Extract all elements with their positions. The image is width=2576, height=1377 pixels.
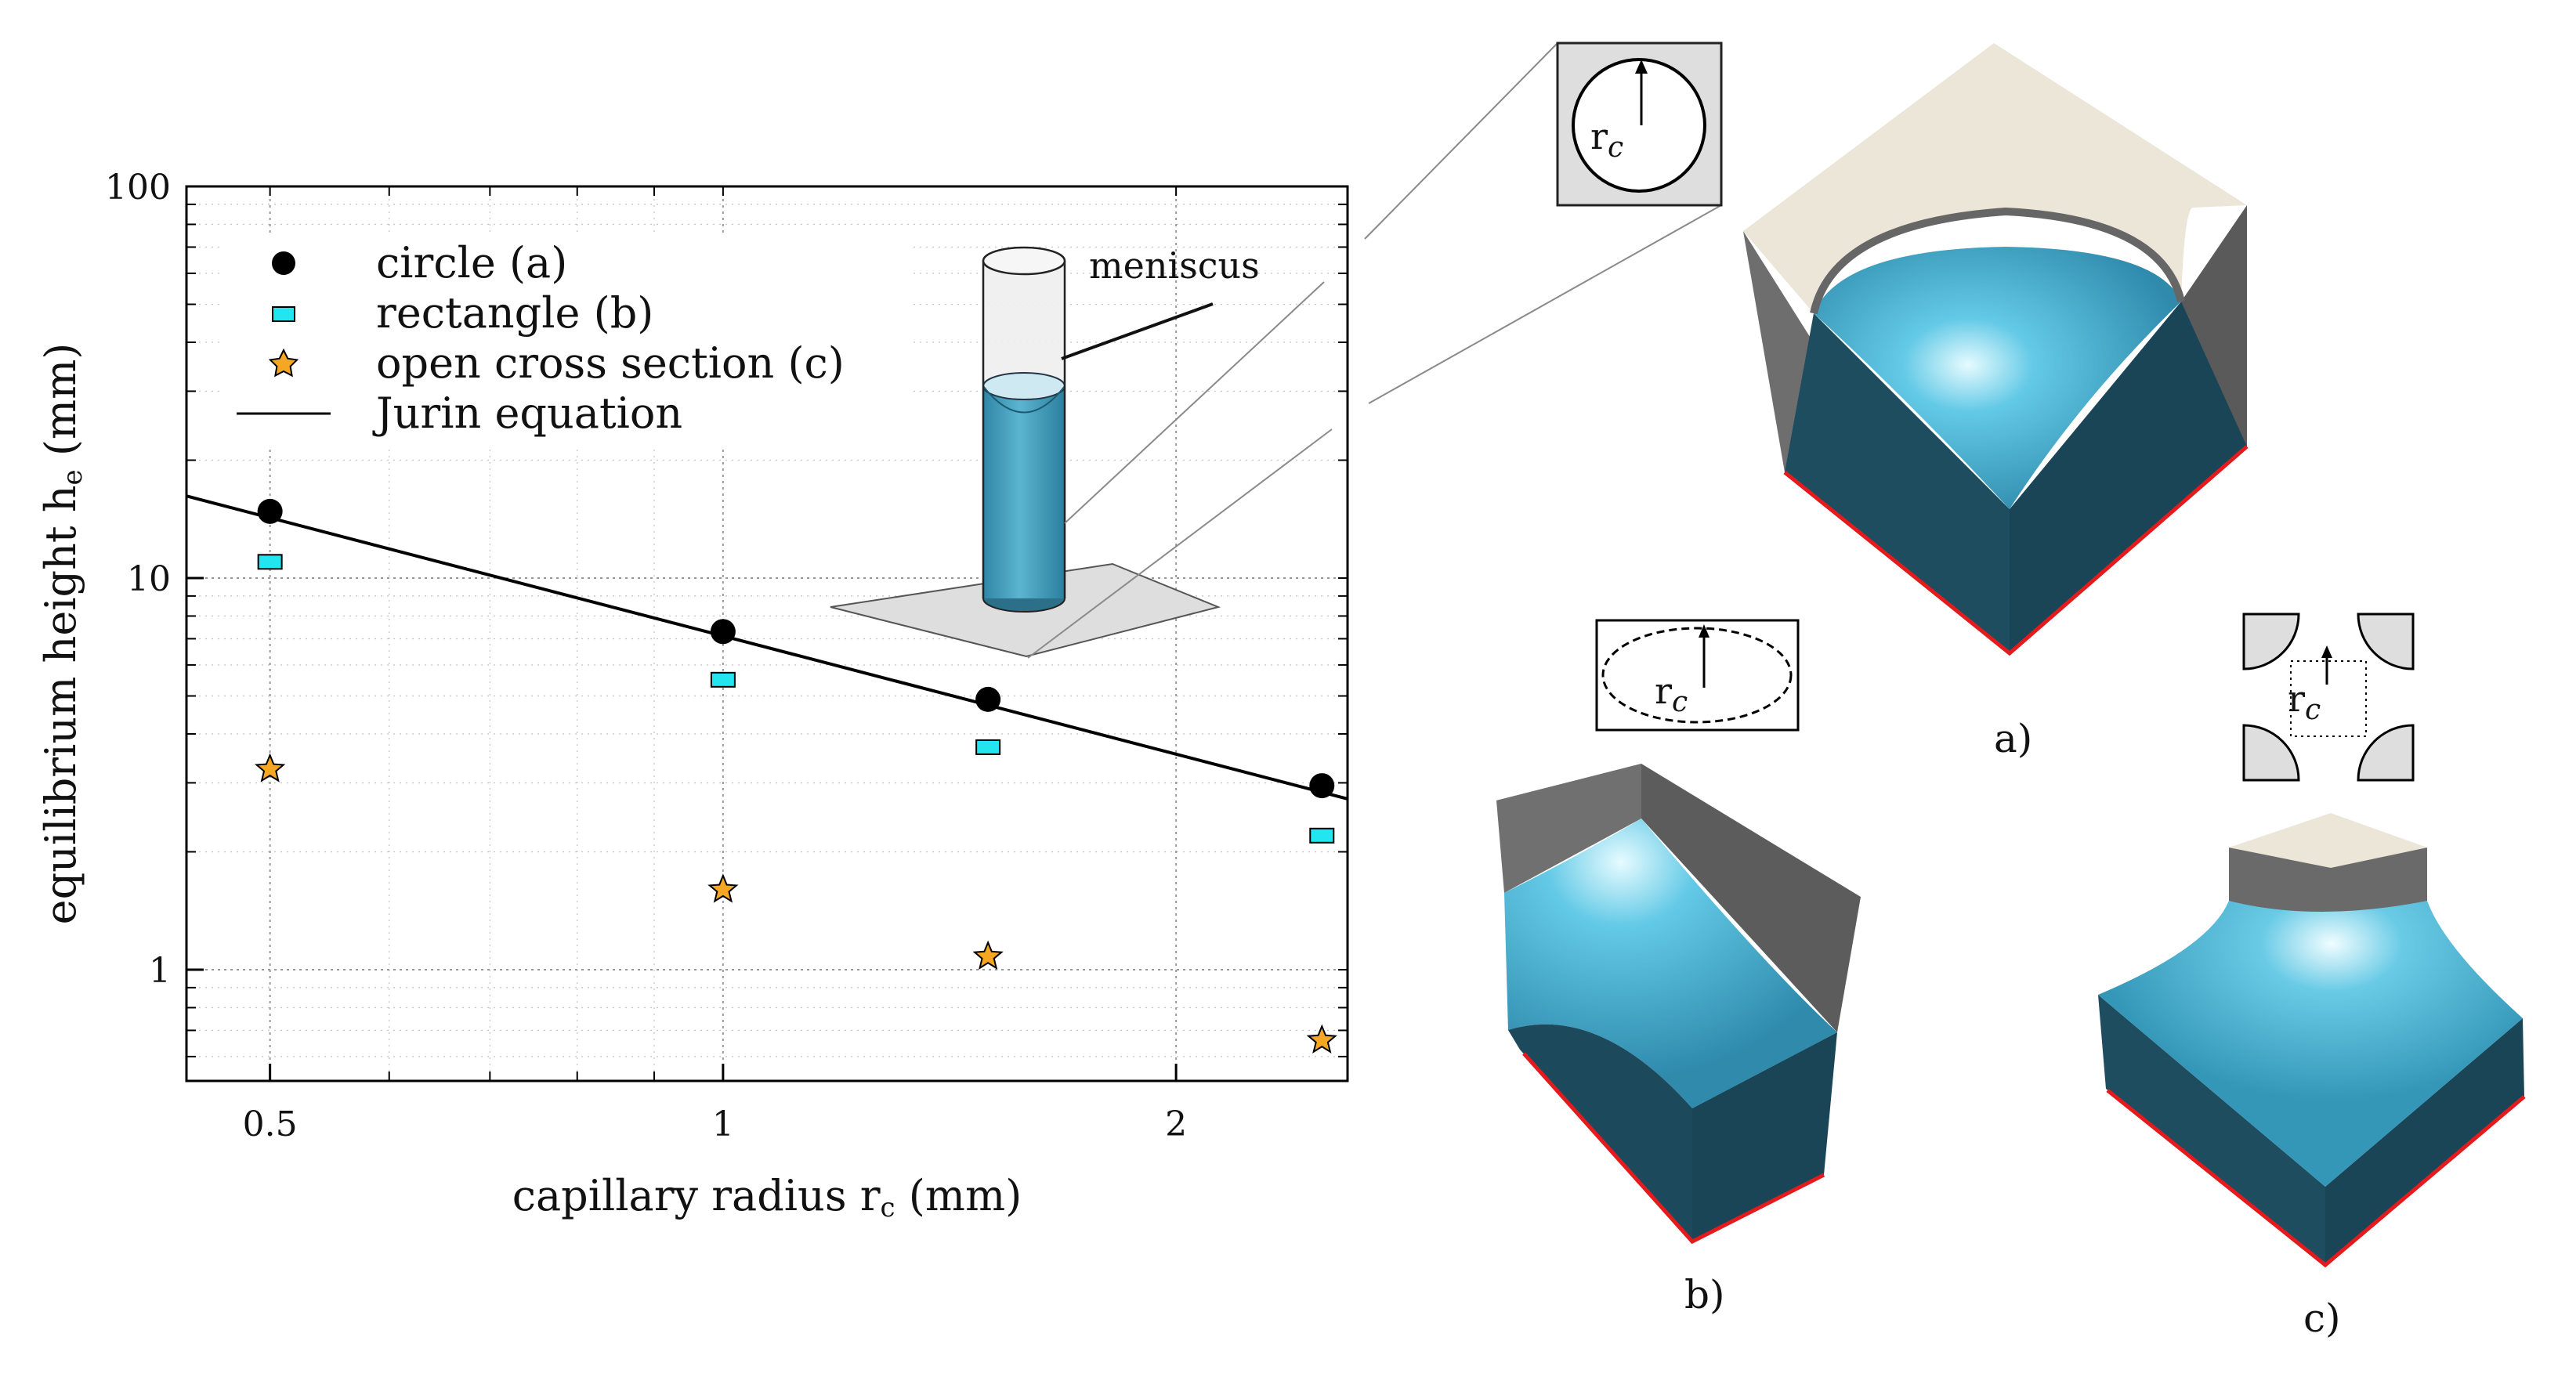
legend-background [219, 235, 913, 448]
inset-rectangle-section: rc [1595, 619, 1800, 732]
meniscus-label: meniscus [1089, 244, 1260, 287]
tube-water [983, 386, 1065, 598]
jurin-line-layer [186, 494, 1348, 801]
panel-label-c: c) [2303, 1296, 2341, 1341]
wall-top-a [1743, 43, 2247, 313]
markers [254, 498, 1337, 1054]
water-side-left [1785, 313, 2010, 653]
legend-label-rectangle: rectangle (b) [376, 288, 653, 338]
data-point-star [707, 873, 739, 903]
radius-arrowhead-b [1699, 624, 1709, 638]
legend-label-circle: circle (a) [376, 238, 567, 287]
radius-label-b: rc [1655, 670, 1688, 718]
radius-label-c: rc [2288, 678, 2321, 726]
data-point-circle [257, 498, 283, 524]
zoom-connectors [1027, 42, 1722, 659]
meniscus-surface-a [1814, 247, 2181, 509]
data-point-circle [975, 686, 1001, 712]
x-tick-label: 1 [712, 1104, 734, 1144]
wall-back-b [1496, 764, 1861, 1032]
data-point-rectangle [257, 554, 283, 570]
radius-arrowhead [1635, 60, 1648, 74]
render-b-rectangle: b) [1496, 764, 1861, 1317]
pillar-wall-c [2229, 844, 2427, 912]
panel-label-b: b) [1684, 1272, 1725, 1317]
legend-label-jurin: Jurin equation [372, 389, 682, 438]
inset-open-section: rc [2242, 613, 2415, 782]
legend-label-star: open cross section (c) [376, 338, 845, 388]
panel-label-a: a) [1994, 716, 2032, 761]
water-side-left-c [2098, 995, 2325, 1265]
plot-frame [185, 185, 1349, 1082]
legend-marker-circle [272, 251, 295, 275]
red-edge-c [2106, 1089, 2526, 1268]
red-edge-a [1783, 445, 2249, 656]
render-a-circle: a) [1743, 43, 2249, 761]
meniscus-surface [982, 372, 1065, 400]
water-side-right [2010, 302, 2247, 653]
jurin-equation-line [186, 494, 1348, 801]
water-side-right-c [2325, 1018, 2524, 1265]
circle-outline [1572, 58, 1706, 193]
axis-ticks: 0.5 1 2 1 10 100 [105, 168, 1348, 1144]
render-c-open: c) [2098, 813, 2526, 1341]
meniscus-surface-b [1504, 819, 1837, 1108]
meniscus-surface-c [2098, 901, 2523, 1187]
data-point-rectangle [1309, 827, 1335, 844]
y-axis-label: equilibrium height he (mm) [36, 343, 89, 925]
inset-circle-section: rc [1556, 42, 1723, 207]
y-tick-label: 1 [149, 951, 171, 991]
chart-plot-area: meniscus 0.5 1 2 1 10 100 circle (a) rectangl… [36, 168, 1349, 1223]
data-point-star [1306, 1024, 1337, 1054]
data-point-star [972, 940, 1004, 970]
wall-left-b [1496, 764, 1641, 893]
data-point-rectangle [975, 739, 1001, 755]
red-edge-b [1522, 1052, 1825, 1245]
x-tick-label: 0.5 [243, 1104, 298, 1144]
tube-empty-section [983, 261, 1065, 399]
y-tick-label: 100 [105, 168, 171, 208]
data-point-circle [710, 619, 736, 645]
radius-label-a: rc [1590, 115, 1623, 164]
x-axis-label: capillary radius rc (mm) [512, 1171, 1022, 1223]
legend: circle (a) rectangle (b) open cross sect… [219, 235, 913, 448]
legend-marker-rectangle [272, 306, 295, 322]
meniscus-curve [982, 385, 1065, 414]
meniscus-pointer [1061, 302, 1214, 360]
data-point-rectangle [710, 671, 736, 688]
y-tick-label: 10 [127, 559, 171, 599]
tube-top-rim [982, 246, 1066, 276]
data-point-star [254, 753, 286, 782]
legend-marker-star [268, 348, 299, 378]
water-side-right-b [1692, 1032, 1837, 1241]
x-tick-label: 2 [1165, 1104, 1187, 1144]
data-point-circle [1309, 773, 1335, 799]
rectangle-dashed-outline [1601, 627, 1793, 724]
capillary-tube-illustration: meniscus [830, 244, 1260, 658]
